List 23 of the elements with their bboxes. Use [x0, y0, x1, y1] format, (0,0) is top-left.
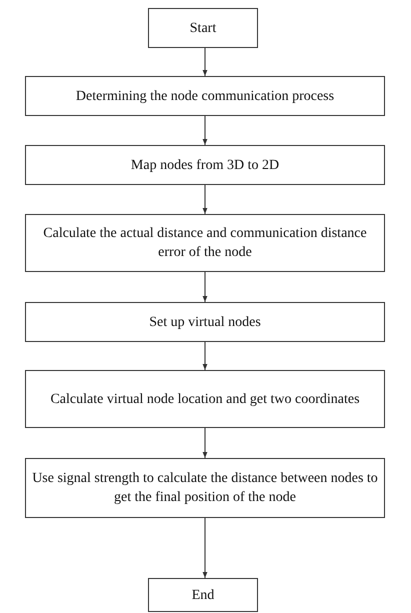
step-text: Calculate virtual node location and get two coordinates — [50, 390, 360, 408]
process-box — [25, 145, 385, 185]
process-box — [25, 370, 385, 428]
step-text: Start — [190, 20, 216, 38]
step-text: Calculate the actual distance and communication distance error of the node — [42, 225, 368, 262]
arrow — [202, 272, 208, 302]
process-box — [148, 8, 258, 48]
arrow — [202, 518, 208, 578]
step-text: End — [192, 586, 214, 604]
step-text: Map nodes from 3D to 2D — [130, 156, 280, 174]
step-text: Use signal strength to calculate the distance between nodes to get the final position of the node — [32, 470, 378, 507]
arrow — [202, 48, 208, 76]
process-box — [25, 214, 385, 272]
arrow — [202, 184, 208, 214]
arrow — [202, 428, 208, 458]
step-text: Determining the node communication process — [76, 88, 334, 106]
process-box — [25, 302, 385, 342]
arrow — [202, 342, 208, 370]
process-box — [25, 458, 385, 518]
process-box — [25, 76, 385, 116]
arrow — [202, 116, 208, 146]
process-box — [148, 578, 258, 612]
step-text: Set up virtual nodes — [149, 314, 261, 332]
